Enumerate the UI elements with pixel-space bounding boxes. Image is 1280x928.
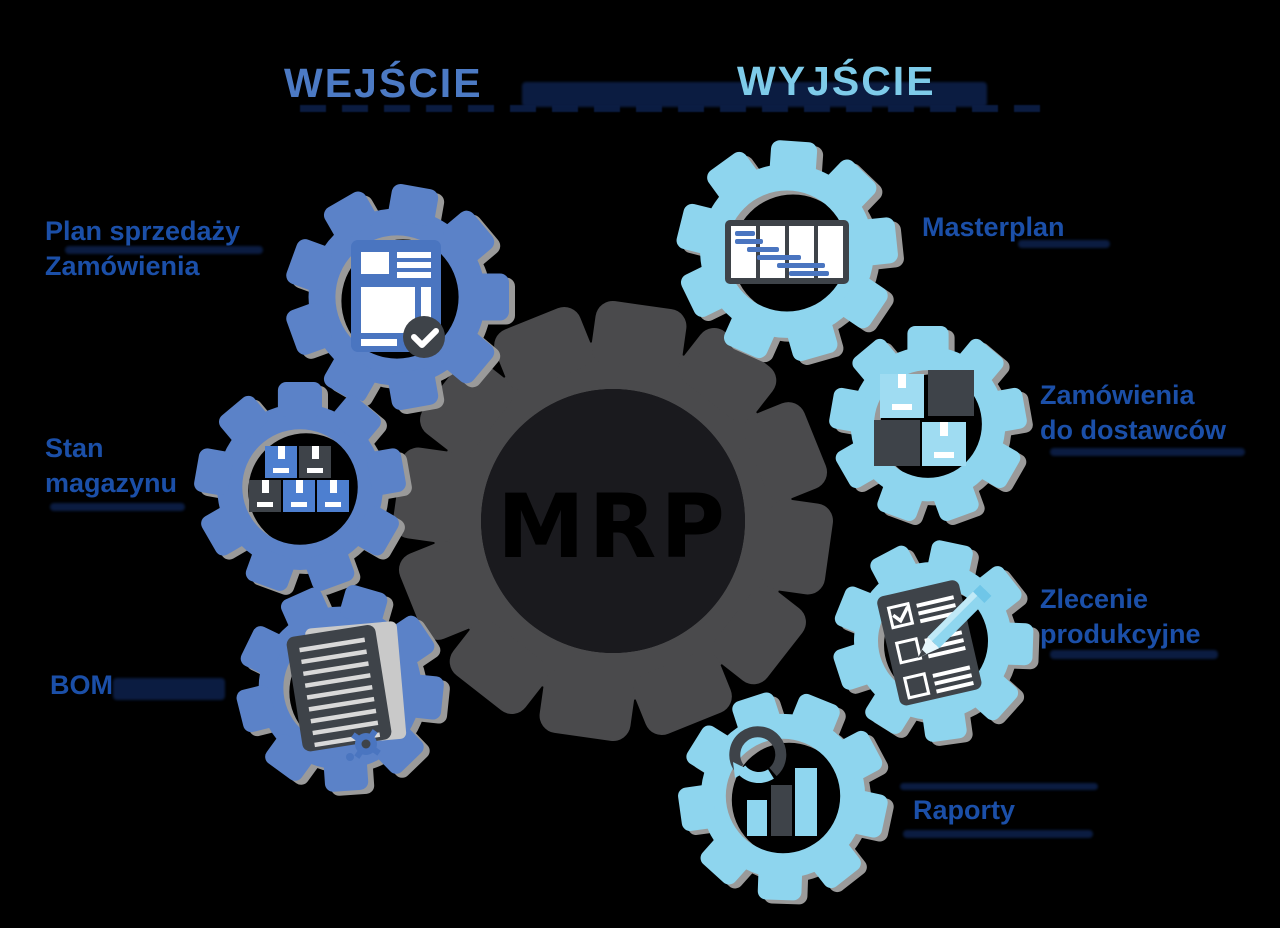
header-wejscie: WEJŚCIE <box>284 60 483 106</box>
ghost-artifact <box>65 246 263 254</box>
gear-reports <box>678 692 888 901</box>
report-chart-icon <box>729 726 817 836</box>
ghost-artifact <box>50 503 185 511</box>
label-bom: BOM <box>50 670 113 700</box>
gantt-chart-icon <box>725 220 849 284</box>
ghost-artifact <box>903 830 1093 838</box>
invoice-check-icon <box>351 240 445 358</box>
label-supplier-orders: Zamówienia do dostawców <box>1040 380 1227 446</box>
ghost-artifact <box>300 105 1050 112</box>
ghost-artifact <box>522 82 987 107</box>
ghost-artifact <box>113 678 225 700</box>
label-reports: Raporty <box>913 795 1016 825</box>
ghost-artifact <box>1018 240 1110 248</box>
ghost-artifact <box>1050 650 1218 659</box>
supplier-boxes-icon <box>874 370 974 466</box>
ghost-artifact <box>900 783 1098 790</box>
checklist-pencil-icon <box>877 580 992 706</box>
bom-list-icon <box>286 621 407 761</box>
mrp-label: MRP <box>497 475 729 578</box>
central-gear: MRP <box>392 300 834 742</box>
ghost-artifact <box>1050 448 1245 456</box>
header-wyjscie: WYJŚCIE <box>737 58 936 104</box>
label-production-orders: Zlecenie produkcyjne <box>1040 584 1201 650</box>
label-sales-plan-orders: Plan sprzedaży Zamówienia <box>45 216 241 282</box>
label-masterplan: Masterplan <box>922 212 1065 242</box>
gear-stock-level <box>194 382 406 591</box>
warehouse-boxes-icon <box>249 446 349 512</box>
label-stock-level: Stan magazynu <box>45 433 178 499</box>
gear-masterplan <box>676 140 898 362</box>
